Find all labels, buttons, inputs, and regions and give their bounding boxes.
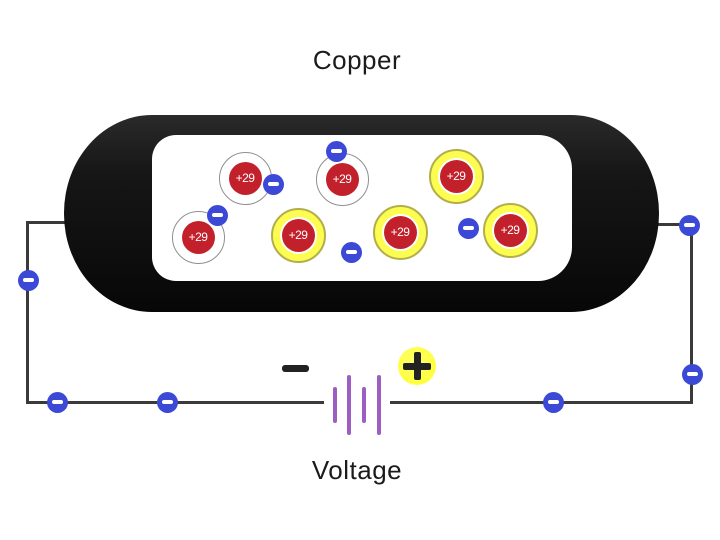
minus-icon	[462, 226, 474, 230]
minus-icon	[345, 250, 357, 254]
free-electron	[457, 217, 479, 239]
nucleus: +29	[439, 159, 473, 193]
minus-icon	[211, 213, 223, 217]
nucleus: +29	[325, 162, 359, 196]
minus-icon	[686, 372, 698, 376]
circuit-electron	[681, 363, 703, 385]
bound-electron	[262, 173, 284, 195]
minus-icon	[330, 149, 342, 153]
wire-left-vertical	[26, 221, 29, 404]
ion-shell: +29	[428, 148, 484, 204]
nucleus: +29	[181, 220, 215, 254]
nucleus: +29	[383, 215, 417, 249]
minus-icon	[161, 400, 173, 404]
wire-right-stub	[652, 223, 693, 226]
circuit-electron	[17, 269, 39, 291]
wire-bottom-right	[390, 401, 693, 404]
nucleus: +29	[493, 213, 527, 247]
minus-icon	[51, 400, 63, 404]
battery-plate	[377, 375, 381, 435]
circuit-electron	[156, 391, 178, 413]
circuit-electron	[542, 391, 564, 413]
minus-icon	[267, 182, 279, 186]
minus-icon	[683, 223, 695, 227]
ion-shell: +29	[270, 207, 326, 263]
battery-plate	[347, 375, 351, 435]
nucleus: +29	[228, 161, 262, 195]
nucleus: +29	[281, 218, 315, 252]
voltage-label: Voltage	[311, 455, 403, 485]
minus-icon	[547, 400, 559, 404]
bound-electron	[206, 204, 228, 226]
bound-electron	[325, 140, 347, 162]
free-electron	[340, 241, 362, 263]
battery-plate	[362, 387, 366, 423]
material-title: Copper	[312, 45, 402, 75]
circuit-electron	[678, 214, 700, 236]
ion-shell: +29	[372, 204, 428, 260]
battery-plate	[333, 387, 337, 423]
minus-icon	[22, 278, 34, 282]
atom-shell: +29	[218, 151, 272, 205]
circuit-electron	[46, 391, 68, 413]
ion-shell: +29	[482, 202, 538, 258]
wire-left-stub	[26, 221, 72, 224]
battery-positive-badge	[398, 347, 436, 385]
copper-wire-cylinder	[64, 115, 659, 312]
plus-icon	[413, 352, 421, 380]
wire-right-vertical	[690, 223, 693, 404]
battery-negative-minus-icon	[282, 365, 309, 372]
atom-shell: +29	[315, 152, 369, 206]
